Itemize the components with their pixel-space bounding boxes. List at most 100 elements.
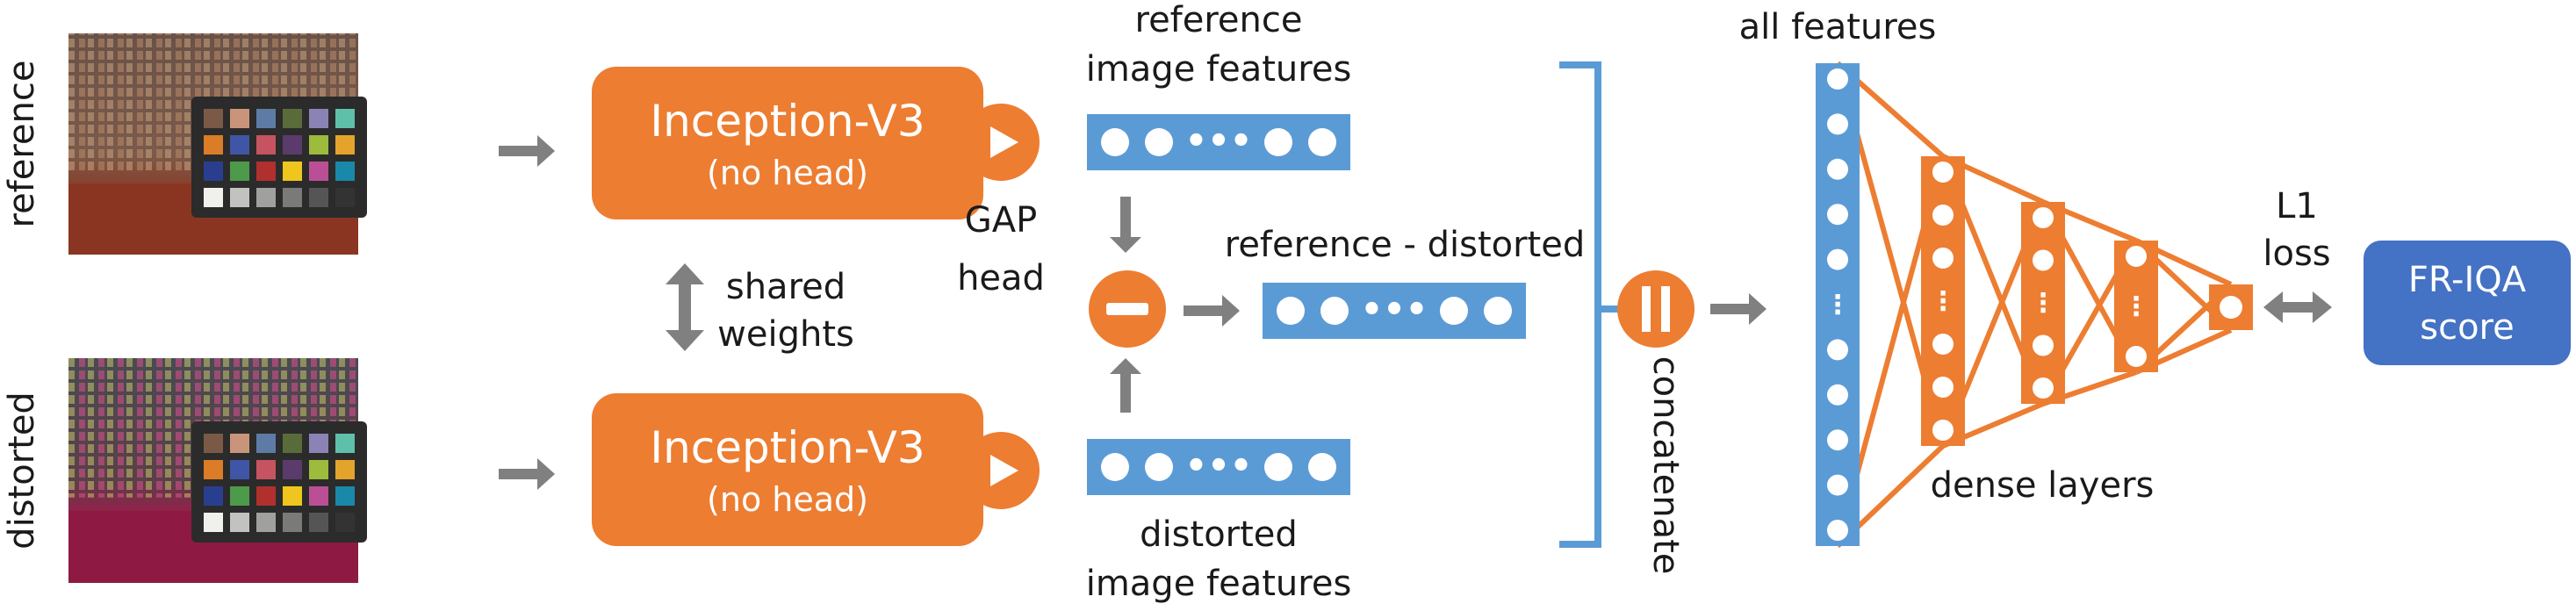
all-features-layer — [1816, 63, 1860, 546]
arrow-image-to-backbone-top-head — [537, 135, 555, 167]
neuron-node — [1827, 384, 1848, 406]
ellipsis-label: ••• — [1361, 290, 1428, 330]
vertical-ellipsis: ⋮ — [2123, 291, 2149, 322]
color-patch — [335, 135, 355, 155]
neuron-node — [1932, 162, 1954, 183]
neuron-node — [1827, 429, 1848, 451]
color-patch — [230, 434, 249, 453]
color-patch — [230, 460, 249, 479]
all-features-label: all features — [1739, 7, 1937, 47]
neuron-node — [2126, 346, 2147, 367]
color-patch — [335, 434, 355, 453]
arrow-ref-to-minus-shaft — [1120, 197, 1131, 237]
color-patch — [230, 513, 249, 532]
color-patch — [309, 434, 328, 453]
arrow-image-to-backbone-top-shaft — [499, 146, 541, 156]
distorted-features-line1: distorted — [1140, 514, 1298, 555]
color-patch — [309, 109, 328, 128]
dense-network: ⋮ ⋮ ⋮ ⋮ — [1816, 61, 2253, 549]
color-patch — [309, 188, 328, 207]
score-line1: FR-IQA — [2408, 260, 2527, 300]
arrow-minus-to-difference-head — [1222, 295, 1240, 327]
color-patch — [256, 460, 276, 479]
loss-double-arrow-shaft — [2281, 302, 2314, 313]
color-patch — [204, 135, 223, 155]
gap-head-line1: GAP — [965, 200, 1037, 241]
neuron-node — [2033, 207, 2054, 228]
concatenate-icon-bar-left — [1642, 286, 1651, 332]
loss-line2: loss — [2263, 234, 2330, 274]
distorted-feature-vector — [1087, 439, 1350, 495]
color-patch — [204, 513, 223, 532]
concatenate-label: concatenate — [1645, 356, 1686, 575]
color-patch — [230, 135, 249, 155]
feature-node — [1264, 128, 1292, 156]
feature-node — [1320, 297, 1349, 325]
shared-weights-arrow-head-down — [666, 330, 704, 351]
shared-weights-arrow-head-up — [666, 263, 704, 284]
reference-features-line2: image features — [1086, 49, 1352, 90]
arrow-concat-to-features-head — [1749, 293, 1767, 325]
inception-backbone-top — [592, 67, 983, 219]
neuron-node — [1932, 248, 1954, 269]
neuron-node — [2126, 246, 2147, 267]
color-patch — [335, 109, 355, 128]
color-patch — [230, 188, 249, 207]
play-icon-glyph — [990, 126, 1018, 158]
color-patch — [283, 162, 302, 181]
neuron-node — [1932, 377, 1954, 398]
color-patch — [230, 486, 249, 506]
vertical-ellipsis: ⋮ — [1930, 286, 1956, 317]
neuron-node — [2220, 296, 2242, 319]
color-patch — [256, 188, 276, 207]
color-patch — [309, 135, 328, 155]
color-patch — [283, 460, 302, 479]
backbone-bottom-title: Inception-V3 — [650, 422, 925, 473]
color-patch — [204, 109, 223, 128]
color-patch — [309, 513, 328, 532]
color-patch — [204, 460, 223, 479]
color-patch — [283, 109, 302, 128]
inception-backbone-bottom — [592, 393, 983, 546]
color-patch — [283, 513, 302, 532]
shared-weights-line1: shared — [726, 267, 845, 307]
backbone-bottom-subtitle: (no head) — [707, 480, 868, 519]
backbone-top-title: Inception-V3 — [650, 96, 925, 147]
concatenate-icon — [1617, 270, 1695, 348]
reference-label: reference — [2, 61, 42, 228]
neuron-node — [1932, 334, 1954, 355]
color-patch — [335, 460, 355, 479]
color-patch — [309, 460, 328, 479]
neuron-node — [1827, 474, 1848, 496]
feature-node — [1264, 453, 1292, 481]
neuron-node — [1827, 339, 1848, 361]
arrow-ref-to-minus-head — [1110, 237, 1141, 253]
color-patch — [204, 486, 223, 506]
fr-iqa-score-box — [2364, 241, 2571, 365]
shared-weights-arrow-shaft — [679, 283, 691, 332]
minus-icon-glyph — [1106, 303, 1148, 315]
arrow-dist-to-minus-shaft — [1120, 374, 1131, 413]
vertical-ellipsis: ⋮ — [1824, 290, 1851, 320]
vertical-ellipsis: ⋮ — [2030, 288, 2056, 319]
color-patch — [335, 486, 355, 506]
color-patch — [256, 486, 276, 506]
color-patch — [283, 486, 302, 506]
arrow-dist-to-minus-head — [1110, 358, 1141, 374]
concat-bracket — [1559, 61, 1601, 548]
ellipsis-label: ••• — [1185, 121, 1253, 162]
reference-features-line1: reference — [1135, 0, 1303, 40]
neuron-node — [1827, 204, 1848, 226]
neuron-node — [1827, 158, 1848, 180]
color-patch — [335, 162, 355, 181]
neuron-node — [2033, 377, 2054, 399]
color-patch — [256, 109, 276, 128]
distorted-features-line2: image features — [1086, 564, 1352, 604]
neuron-node — [2033, 334, 2054, 356]
color-patch — [230, 162, 249, 181]
color-patch — [204, 188, 223, 207]
score-line2: score — [2420, 307, 2514, 348]
play-icon-glyph — [990, 455, 1018, 486]
neuron-node — [1827, 248, 1848, 270]
